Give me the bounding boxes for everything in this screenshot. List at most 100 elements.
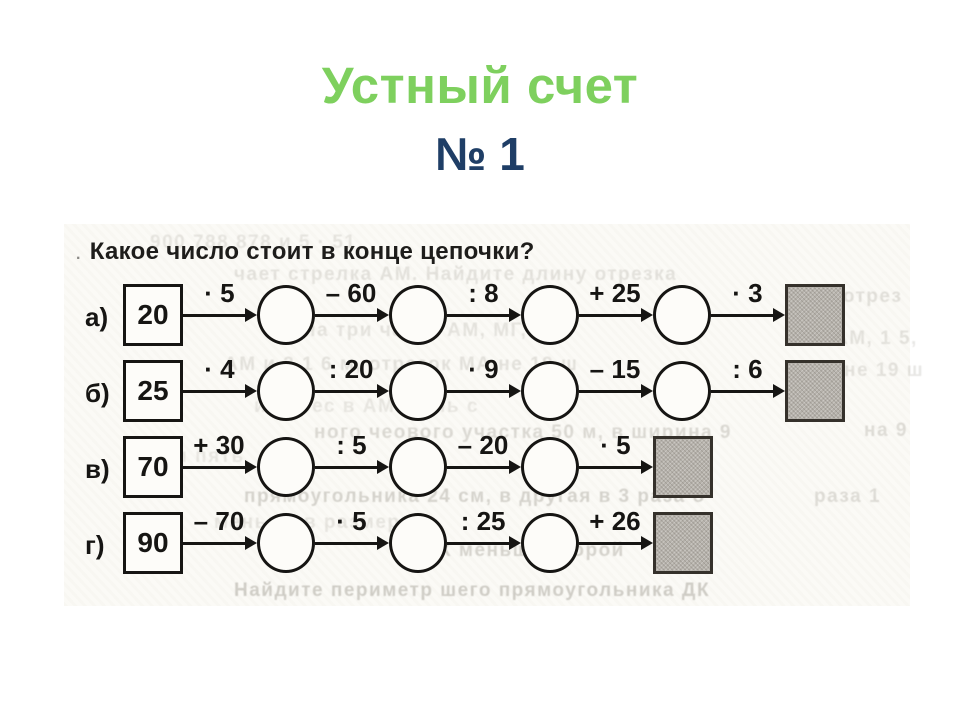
bleedthrough-line: прямоугольника 24 см, в другая в 3 раза … xyxy=(244,486,706,507)
arrow-head-icon xyxy=(377,536,389,550)
operation-arrow: + 25 xyxy=(579,278,653,346)
arrow-line xyxy=(183,541,247,545)
arrow-line xyxy=(447,389,511,393)
chain-row: г)90– 70· 5: 25+ 26 xyxy=(85,506,713,574)
question-text: . Какое число стоит в конце цепочки? xyxy=(76,238,535,266)
operation-arrow: – 70 xyxy=(183,506,257,574)
operation-label: · 5 xyxy=(204,278,235,308)
result-box xyxy=(785,284,845,346)
operation-label: : 20 xyxy=(328,354,374,384)
worksheet-scan: . Какое число стоит в конце цепочки? 900 … xyxy=(64,224,923,606)
operation-arrow: · 4 xyxy=(183,354,257,422)
arrow-line xyxy=(183,389,247,393)
bleedthrough-line: не 19 ш xyxy=(844,360,925,381)
chain-circle xyxy=(521,285,579,345)
chain-row: в)70+ 30: 5– 20· 5 xyxy=(85,430,713,498)
arrow-head-icon xyxy=(245,384,257,398)
arrow-head-icon xyxy=(509,384,521,398)
bleedthrough-line: на 9 xyxy=(864,420,908,441)
operation-label: · 4 xyxy=(204,354,235,384)
row-label: а) xyxy=(85,301,109,332)
arrow-line xyxy=(447,465,511,469)
arrow-head-icon xyxy=(245,536,257,550)
arrow-head-icon xyxy=(509,460,521,474)
operation-arrow: : 6 xyxy=(711,354,785,422)
operation-arrow: · 9 xyxy=(447,354,521,422)
operation-arrow: + 26 xyxy=(579,506,653,574)
bleedthrough-line: АМ, 1 5, xyxy=(834,328,918,349)
arrow-head-icon xyxy=(245,308,257,322)
arrow-line xyxy=(315,541,379,545)
question-label: Какое число стоит в конце цепочки? xyxy=(89,238,535,265)
arrow-head-icon xyxy=(641,308,653,322)
arrow-head-icon xyxy=(509,308,521,322)
arrow-line xyxy=(711,313,775,317)
operation-arrow: · 3 xyxy=(711,278,785,346)
arrow-line xyxy=(183,313,247,317)
operation-label: · 9 xyxy=(468,354,499,384)
bleedthrough-line: Найдите периметр шего прямоугольника ДК xyxy=(234,580,711,601)
arrow-head-icon xyxy=(773,384,785,398)
operation-arrow: – 20 xyxy=(447,430,521,498)
arrow-line xyxy=(579,465,643,469)
start-box: 70 xyxy=(123,436,183,498)
operation-label: – 15 xyxy=(589,354,641,384)
question-prefix: . xyxy=(76,246,81,263)
operation-label: + 25 xyxy=(589,278,641,308)
result-box xyxy=(785,360,845,422)
chain-row: а)20· 5– 60: 8+ 25· 3 xyxy=(85,278,845,346)
arrow-head-icon xyxy=(641,384,653,398)
arrow-head-icon xyxy=(245,460,257,474)
chain-circle xyxy=(257,285,315,345)
arrow-head-icon xyxy=(641,536,653,550)
chain-circle xyxy=(521,513,579,573)
operation-arrow: : 5 xyxy=(315,430,389,498)
arrow-head-icon xyxy=(377,384,389,398)
arrow-line xyxy=(183,465,247,469)
operation-label: – 70 xyxy=(193,506,245,536)
chain-circle xyxy=(389,437,447,497)
operation-arrow: : 20 xyxy=(315,354,389,422)
result-box xyxy=(653,512,713,574)
arrow-head-icon xyxy=(509,536,521,550)
bleedthrough-line: чает стрелка АМ. Найдите длину отрезка xyxy=(234,264,678,285)
arrow-line xyxy=(315,313,379,317)
arrow-line xyxy=(315,465,379,469)
arrow-line xyxy=(579,541,643,545)
chain-circle xyxy=(389,285,447,345)
row-label: г) xyxy=(85,529,105,560)
operation-label: · 5 xyxy=(600,430,631,460)
operation-arrow: – 15 xyxy=(579,354,653,422)
result-box xyxy=(653,436,713,498)
chain-circle xyxy=(653,361,711,421)
chain-circle xyxy=(389,513,447,573)
start-box: 20 xyxy=(123,284,183,346)
chain-row: б) 25 · 4 : 20 · 9 – 15 : 6 xyxy=(85,354,845,422)
operation-arrow: : 8 xyxy=(447,278,521,346)
arrow-line xyxy=(447,313,511,317)
arrow-line xyxy=(447,541,511,545)
arrow-head-icon xyxy=(377,308,389,322)
arrow-line xyxy=(315,389,379,393)
start-box: 25 xyxy=(123,360,183,422)
bleedthrough-line: 900 788 878 и 5 · 51 xyxy=(150,232,357,253)
operation-label: · 5 xyxy=(336,506,367,536)
arrow-line xyxy=(579,313,643,317)
chain-circle xyxy=(653,285,711,345)
operation-label: : 5 xyxy=(336,430,367,460)
operation-arrow: · 5 xyxy=(579,430,653,498)
arrow-head-icon xyxy=(641,460,653,474)
row-label: б) xyxy=(85,377,110,408)
operation-label: + 26 xyxy=(589,506,641,536)
operation-label: + 30 xyxy=(193,430,245,460)
operation-arrow: · 5 xyxy=(315,506,389,574)
arrow-head-icon xyxy=(377,460,389,474)
operation-label: : 8 xyxy=(468,278,499,308)
operation-arrow: · 5 xyxy=(183,278,257,346)
bleedthrough-line: раза 1 xyxy=(814,486,882,507)
arrow-line xyxy=(711,389,775,393)
bleedthrough-line: АМ и 3 1 6 м, отрезок МА не 19 ш xyxy=(224,354,579,375)
operation-label: – 20 xyxy=(457,430,509,460)
chain-circle xyxy=(521,437,579,497)
